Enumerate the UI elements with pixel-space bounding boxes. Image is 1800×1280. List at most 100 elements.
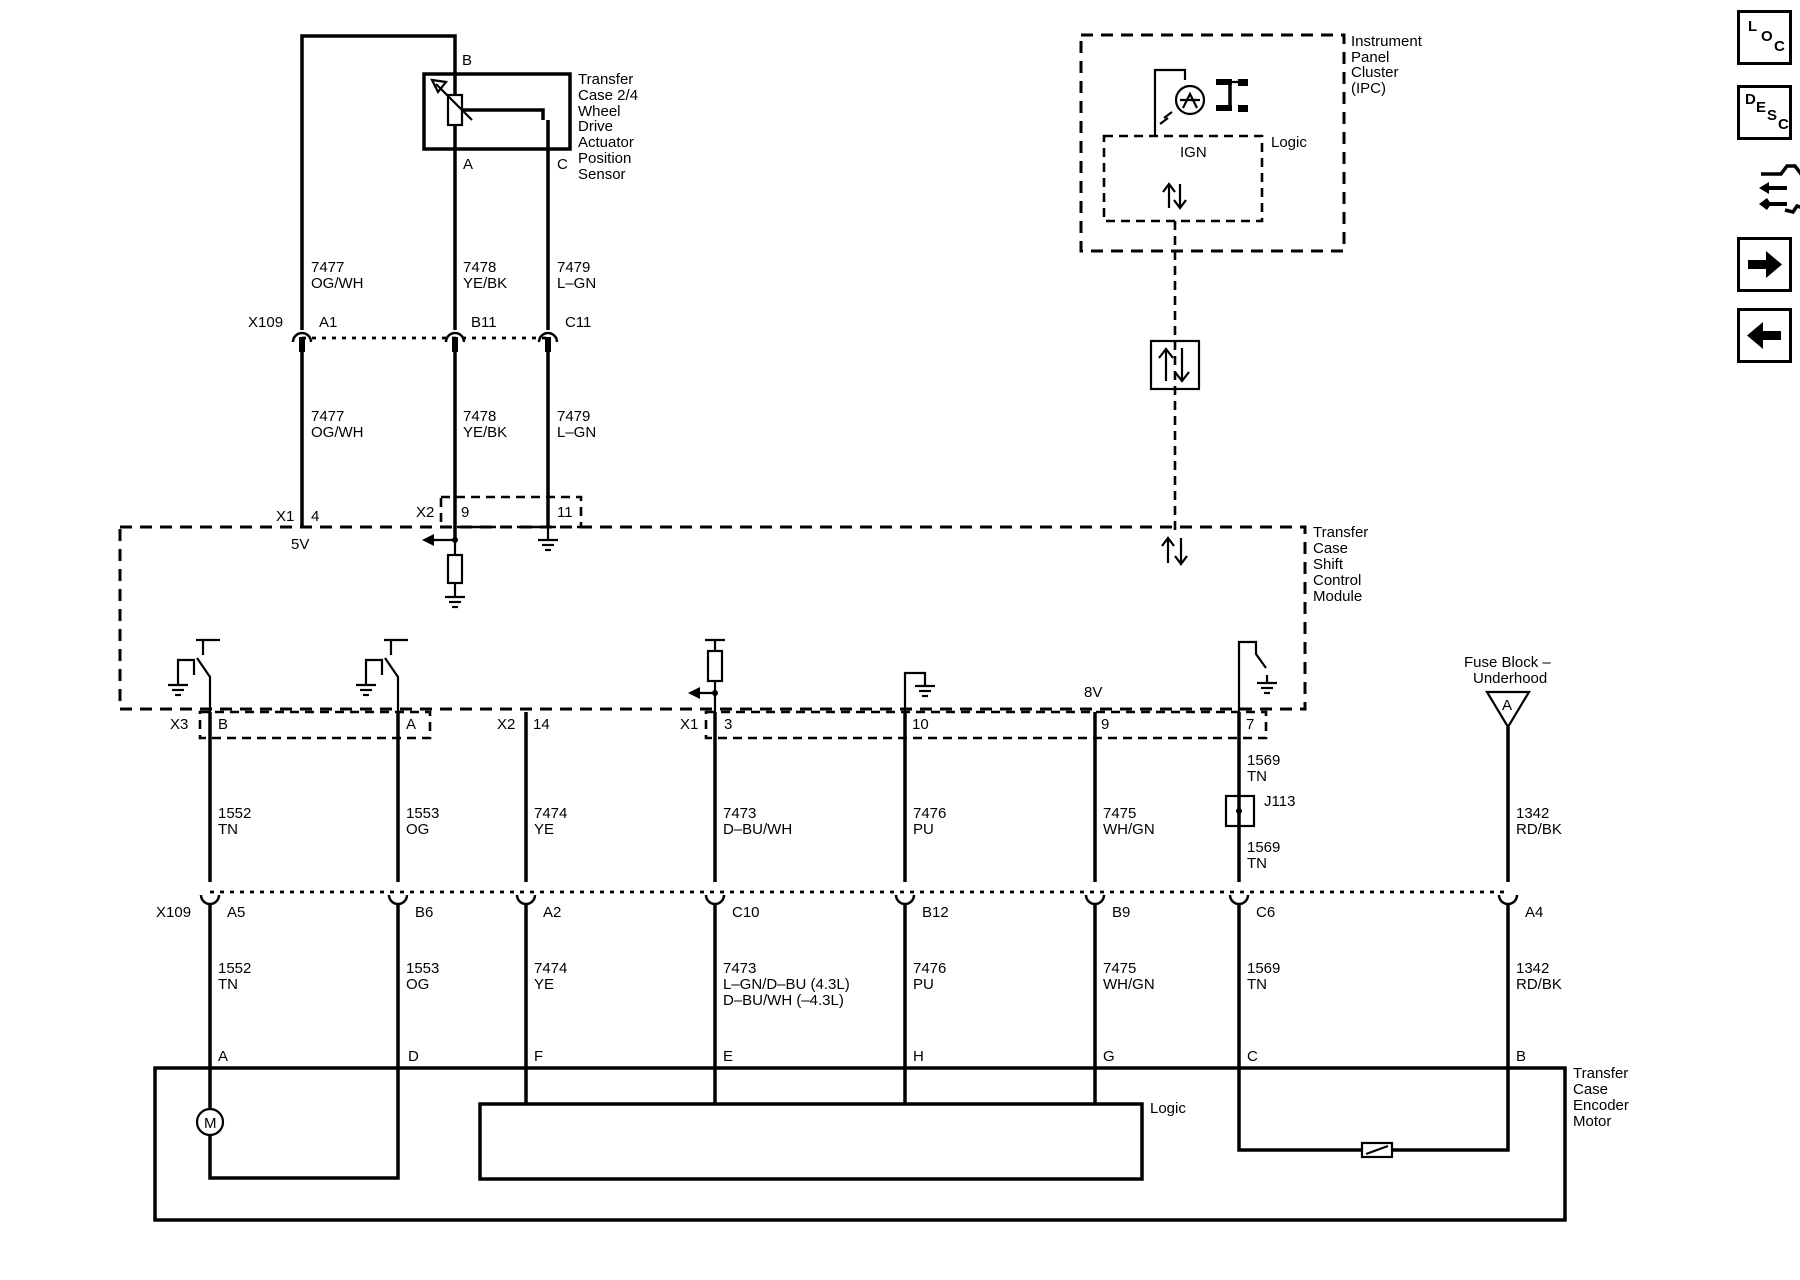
connector-pin: A5	[227, 904, 245, 921]
connector-pin: 9	[1101, 716, 1109, 733]
connector-pin: A1	[319, 314, 337, 331]
location-button[interactable]: L O C	[1737, 10, 1792, 65]
motor-icon	[195, 1107, 225, 1137]
upper-wire-labels: 7477 OG/WH 7478 YE/BK 7479 L–GN 7477 OG/…	[311, 259, 596, 441]
connector-id: X1	[276, 508, 294, 525]
connector-pin: 9	[461, 504, 469, 521]
encoder-pin: C	[1247, 1048, 1258, 1065]
wire-color: TN	[1247, 976, 1267, 993]
ground-icon	[903, 671, 935, 712]
shift-control-module: Transfer Case Shift Control Module X1 4 …	[118, 495, 1368, 712]
encoder-name-line: Transfer	[1573, 1065, 1628, 1082]
connector-pin: C11	[565, 314, 591, 331]
ipc-name-line: Cluster	[1351, 64, 1399, 81]
description-letter: S	[1767, 107, 1778, 124]
fuse-block-name: Fuse Block –	[1464, 654, 1551, 671]
connector-pin: 3	[724, 716, 732, 733]
module-name-line: Transfer	[1313, 524, 1368, 541]
low-side-switch-icon	[1237, 640, 1277, 712]
wire-circuit: 7479	[557, 259, 590, 276]
sensor-name-line: Transfer	[578, 71, 633, 88]
previous-page-button[interactable]	[1737, 308, 1792, 363]
wire-circuit: 1552	[218, 960, 251, 977]
ipc-name-line: (IPC)	[1351, 80, 1386, 97]
module-name-line: Module	[1313, 588, 1362, 605]
wire-color: PU	[913, 821, 934, 838]
description-button[interactable]: D E S C	[1737, 85, 1792, 140]
sensor-pin-a: A	[463, 156, 473, 173]
wire-color: TN	[218, 976, 238, 993]
module-outline	[118, 525, 1307, 711]
connector-id: X1	[680, 716, 698, 733]
pull-up-resistor-icon	[688, 638, 725, 712]
switch-b-icon	[168, 638, 220, 712]
connector-id: X109	[248, 314, 283, 331]
encoder-pin: E	[723, 1048, 733, 1065]
wire-circuit: 7477	[311, 408, 344, 425]
wire-circuit: 1553	[406, 805, 439, 822]
connector-pin: 4	[311, 508, 319, 525]
connector-pin: 11	[557, 504, 573, 521]
splice-label: J113	[1264, 793, 1295, 810]
encoder-logic-box	[478, 1102, 1144, 1181]
location-letter: C	[1774, 38, 1785, 55]
connector-pin: B6	[415, 904, 433, 921]
splice-j113: J113	[1224, 793, 1295, 828]
wire-color: OG	[406, 976, 429, 993]
wire-color: WH/GN	[1103, 821, 1155, 838]
sensor-name-line: Wheel	[578, 103, 621, 120]
sensor-name-line: Actuator	[578, 134, 634, 151]
supply-8v-label: 8V	[1084, 684, 1102, 701]
wire-circuit: 7473	[723, 805, 756, 822]
ground-icon	[445, 595, 465, 609]
wire-color: L–GN	[557, 424, 596, 441]
ipc-serial-data-icon	[1162, 182, 1187, 210]
wire-color: OG/WH	[311, 424, 364, 441]
connector-pin: A4	[1525, 904, 1543, 921]
fuse-block-name: Underhood	[1473, 670, 1547, 687]
connector-pin: A	[406, 716, 416, 733]
lower-bottom-wire-labels: 1552 TN 1553 OG 7474 YE 7473 L–GN/D–BU (…	[218, 960, 1562, 1009]
motor-label: M	[204, 1115, 217, 1132]
next-page-button[interactable]	[1737, 237, 1792, 292]
location-letter: L	[1748, 18, 1758, 35]
switch-a-icon	[356, 638, 408, 712]
ipc-outline	[1079, 33, 1346, 253]
diagnostic-tool-button[interactable]	[1757, 152, 1800, 218]
fuse-terminal-icon	[1485, 690, 1531, 730]
supply-5v-label: 5V	[291, 536, 309, 553]
wire-circuit: 7474	[534, 960, 567, 977]
coil-icon	[1360, 1141, 1394, 1159]
sensor-name-line: Sensor	[578, 166, 626, 183]
wire-circuit: 7476	[913, 805, 946, 822]
encoder-name-line: Case	[1573, 1081, 1608, 1098]
wire-color: TN	[1247, 855, 1267, 872]
wire-circuit: 1569	[1247, 839, 1280, 856]
ipc-ign-label: IGN	[1180, 144, 1207, 161]
wire-circuit: 1552	[218, 805, 251, 822]
encoder-pin: F	[534, 1048, 543, 1065]
x109-lower-connector: X109 A5 B6 A2 C10 B12 B9 C6 A4	[156, 890, 1543, 1104]
lower-wires	[208, 712, 1510, 882]
position-sensor-block: B A C Transfer Case 2/4 Wheel Drive Actu…	[422, 52, 638, 183]
description-letter: D	[1745, 91, 1756, 108]
wire-color: YE/BK	[463, 275, 507, 292]
module-name-line: Shift	[1313, 556, 1344, 573]
wire-circuit: 7474	[534, 805, 567, 822]
wire-circuit: 7478	[463, 408, 496, 425]
ipc-block: IGN Logic Instrument Panel Cluster (IPC)	[1079, 33, 1423, 253]
encoder-name-line: Encoder	[1573, 1097, 1629, 1114]
module-serial-data-icon	[1161, 536, 1188, 566]
wire-circuit: 7475	[1103, 805, 1136, 822]
wire-color: L–GN/D–BU (4.3L)	[723, 976, 850, 993]
connector-id: X2	[416, 504, 434, 521]
encoder-name-line: Motor	[1573, 1113, 1611, 1130]
wire-circuit: 7478	[463, 259, 496, 276]
wire-color: RD/BK	[1516, 821, 1562, 838]
encoder-motor-block: A D F E H G C B Transfer Case Encoder Mo…	[153, 1048, 1629, 1222]
description-letter: E	[1756, 99, 1767, 116]
connector-pin: C10	[732, 904, 760, 921]
connector-pin: A2	[543, 904, 561, 921]
connector-pin: B12	[922, 904, 949, 921]
